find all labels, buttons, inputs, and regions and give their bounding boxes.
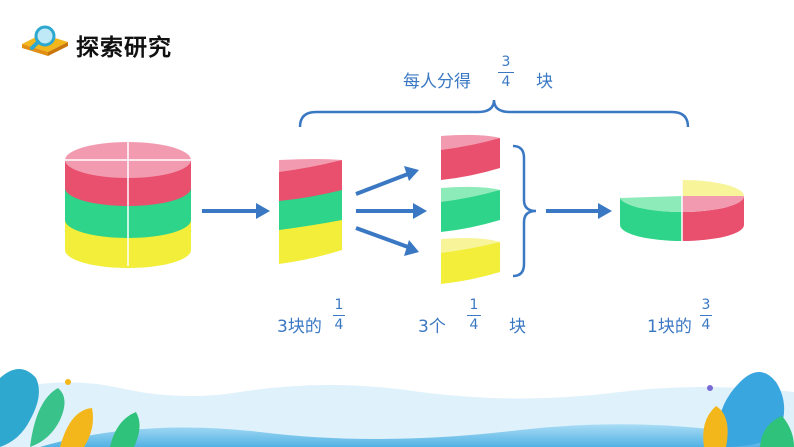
label-right-denominator: 4 <box>701 317 711 333</box>
label-right-numerator: 3 <box>701 297 711 313</box>
label-right-fraction: 3 4 <box>700 298 712 333</box>
label-middle-fraction: 1 4 <box>467 298 481 333</box>
right-brace <box>512 144 537 278</box>
label-right-prefix: 1块的 <box>647 317 692 337</box>
banner-fraction: 3 4 <box>498 55 514 90</box>
label-middle-suffix: 块 <box>509 317 526 337</box>
banner-numerator: 3 <box>501 54 511 70</box>
bottom-decoration <box>0 369 794 447</box>
quarter-yellow <box>441 238 500 284</box>
quarter-red <box>441 134 500 180</box>
arrow-right-icon <box>546 203 612 219</box>
label-left-prefix: 3块的 <box>277 317 322 337</box>
arrow-right-icon <box>202 203 270 219</box>
whole-cake-3-layers <box>65 142 191 268</box>
banner-prefix: 每人分得 <box>403 72 471 92</box>
quarter-stack <box>279 159 342 264</box>
label-middle-prefix: 3个 <box>418 317 446 337</box>
top-brace <box>298 99 690 128</box>
quarter-green <box>441 186 500 232</box>
banner-denominator: 4 <box>501 74 511 90</box>
label-left-denominator: 4 <box>334 317 344 333</box>
label-left-numerator: 1 <box>334 297 344 313</box>
book-magnifier-icon <box>22 25 68 56</box>
label-middle-numerator: 1 <box>469 297 479 313</box>
label-left-fraction: 1 4 <box>333 298 345 333</box>
three-quarter-cake <box>620 180 744 241</box>
split-arrows <box>355 166 427 256</box>
label-middle-denominator: 4 <box>469 317 479 333</box>
banner-suffix: 块 <box>536 72 553 92</box>
page-title: 探索研究 <box>76 35 172 61</box>
